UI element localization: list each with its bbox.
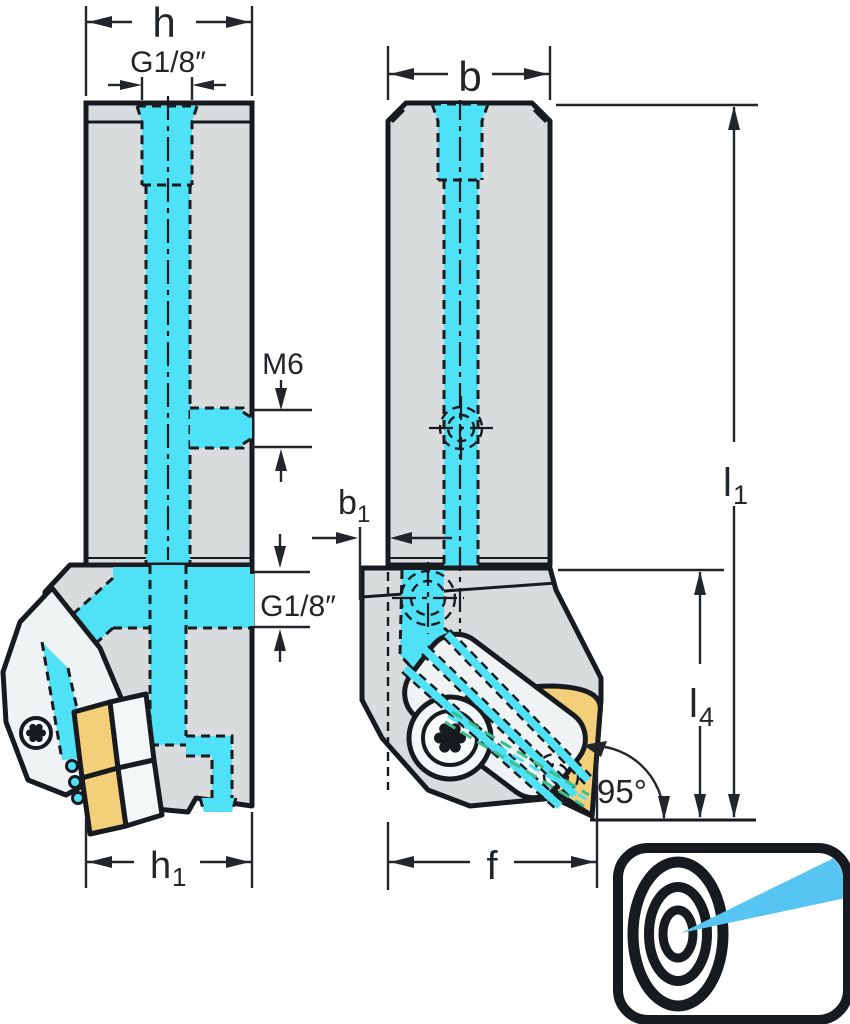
cross-hole-port (429, 396, 493, 460)
bullseye-target-icon (627, 856, 729, 1012)
left-torx-screw-icon (19, 716, 53, 750)
edge-green-dash (451, 710, 590, 797)
dim-l4-sub: 4 (699, 702, 714, 732)
dim-g18-head-label: G1/8″ (260, 590, 336, 623)
dim-m6: M6 (252, 348, 312, 482)
left-view: h G1/8″ M6 G1/8″ (0, 0, 336, 892)
dim-b1: b 1 (312, 484, 452, 600)
dim-l1-sub: 1 (733, 480, 748, 510)
dim-h-label: h (152, 0, 175, 46)
dim-l1: l 1 (556, 103, 758, 818)
edge-green-dash (444, 720, 585, 808)
dim-h: h (84, 0, 254, 96)
dim-b1-sub: 1 (357, 501, 370, 528)
shim-white-top (107, 691, 157, 771)
dim-f-label: f (486, 844, 498, 888)
left-insert-stack (71, 691, 165, 837)
dim-angle-label: 95° (597, 773, 647, 810)
dim-b-label: b (458, 53, 481, 100)
shim-white-bottom (115, 757, 165, 829)
dim-l4: l 4 (558, 568, 724, 818)
dim-h1: h 1 (84, 812, 254, 892)
chamfer-line (390, 108, 406, 124)
edge-coolant-dash (447, 714, 587, 801)
coolant-jet-icon (681, 853, 843, 933)
dim-h1-sub: 1 (172, 862, 186, 892)
dim-m6-label: M6 (262, 348, 304, 381)
dim-l4-label: l (689, 682, 698, 726)
dim-f: f (386, 822, 597, 890)
dim-g18-top-label: G1/8″ (130, 46, 206, 79)
dim-b1-label: b (338, 484, 357, 522)
dim-g18-head: G1/8″ (254, 534, 336, 662)
dim-b: b (386, 46, 552, 100)
dim-angle-95: 95° (583, 741, 670, 820)
coolant-nozzle-dot (68, 775, 82, 789)
coolant-nozzle-dot (65, 759, 79, 773)
chamfer-line (532, 108, 548, 124)
dim-g18-top: G1/8″ (108, 46, 226, 100)
head-side-port (392, 562, 464, 634)
precision-coolant-icon (613, 843, 850, 1024)
dim-h1-label: h (150, 845, 171, 887)
right-torx-screw-icon (434, 723, 466, 753)
right-view: b b 1 l 1 l (312, 46, 758, 890)
dim-l1-label: l (723, 461, 732, 505)
